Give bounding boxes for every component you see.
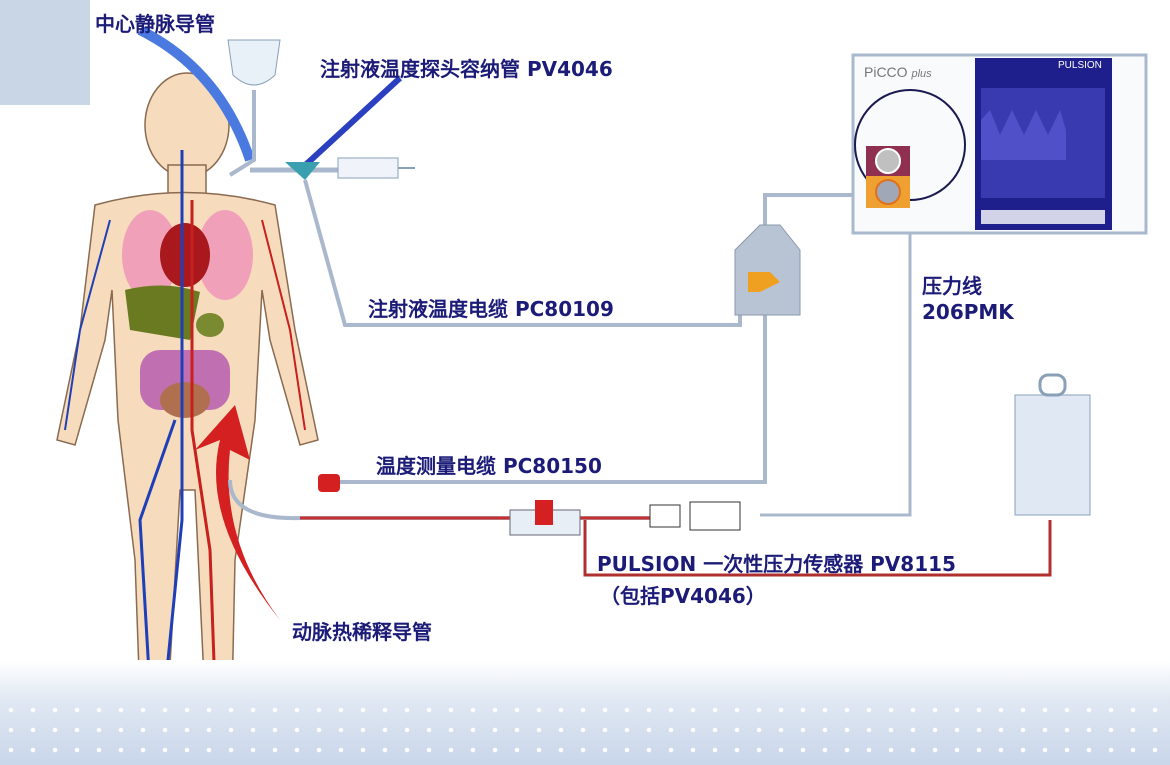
monitor-name-suffix: plus <box>911 68 932 80</box>
label-transducer: PULSION 一次性压力传感器 PV8115 <box>597 552 956 576</box>
pressure-line <box>760 160 912 517</box>
syringe <box>337 157 399 179</box>
temp-measure-cable <box>340 315 767 484</box>
injectate-sensor-housing <box>285 162 320 180</box>
picco-monitor <box>851 53 1148 235</box>
arterial-arrow <box>195 405 280 620</box>
monitor-brand: PULSION <box>1058 60 1102 71</box>
injectate-temp-cable <box>303 179 742 327</box>
label-pressure-line-model: 206PMK <box>922 300 1014 324</box>
flush-bag <box>1014 394 1091 516</box>
vessels <box>64 150 306 691</box>
infusion-bag <box>227 39 281 86</box>
label-injectate-temp-cable: 注射液温度电缆 PC80109 <box>368 297 614 321</box>
organs <box>122 210 253 418</box>
human-body <box>56 72 319 701</box>
venous-arrow <box>137 25 255 162</box>
temp-connector <box>318 474 340 492</box>
footer-dots <box>0 700 1170 765</box>
label-central-venous-catheter: 中心静脉导管 <box>95 12 215 36</box>
label-pressure-line: 压力线 <box>922 274 982 298</box>
monitor-name: PiCCO plus <box>864 64 932 80</box>
label-arterial-catheter: 动脉热稀释导管 <box>292 620 432 644</box>
label-transducer-note: （包括PV4046） <box>600 584 766 608</box>
corner-image <box>0 0 90 105</box>
label-injectate-sensor-housing: 注射液温度探头容纳管 PV4046 <box>320 57 613 81</box>
monitor-name-text: PiCCO <box>864 64 908 80</box>
sensor-arrow <box>297 75 403 173</box>
heart <box>160 223 210 287</box>
label-temp-measure-cable: 温度测量电缆 PC80150 <box>376 454 602 478</box>
interface-module <box>734 224 801 316</box>
